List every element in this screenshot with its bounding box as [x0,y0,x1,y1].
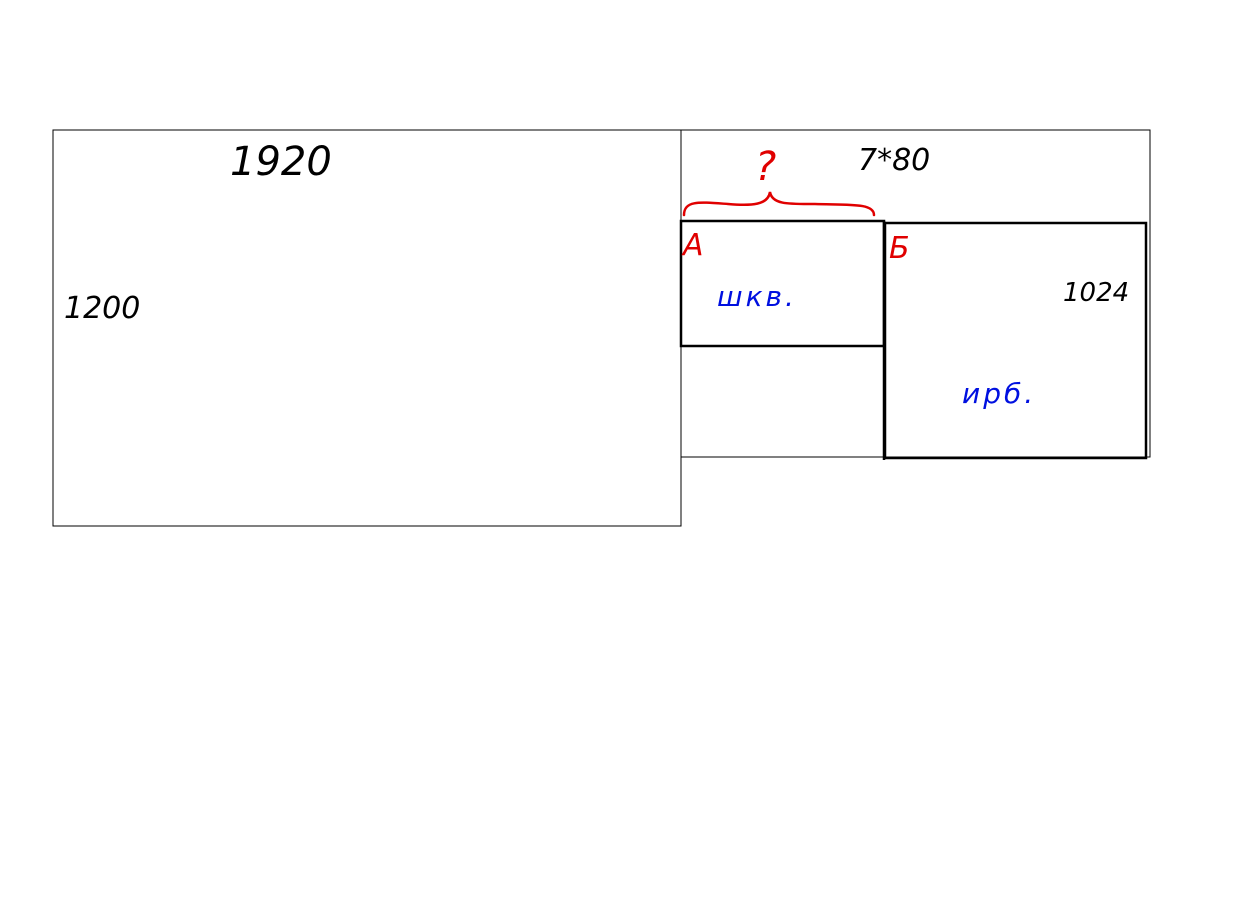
width-brace [682,191,876,217]
panel-b-label: ирб. [962,377,1036,410]
left-height-label: 1200 [64,291,140,326]
panel-a-label: шкв. [717,280,797,313]
left-width-label: 1920 [230,139,332,185]
panel-b-width-label: 1024 [1063,278,1129,308]
question-label: ? [755,144,776,190]
left-rectangle [52,129,682,527]
panel-a-letter: А [681,228,704,263]
right-width-label: 7*80 [858,143,930,178]
panel-b-letter: Б [889,231,910,266]
panel-b-box [883,221,1148,460]
